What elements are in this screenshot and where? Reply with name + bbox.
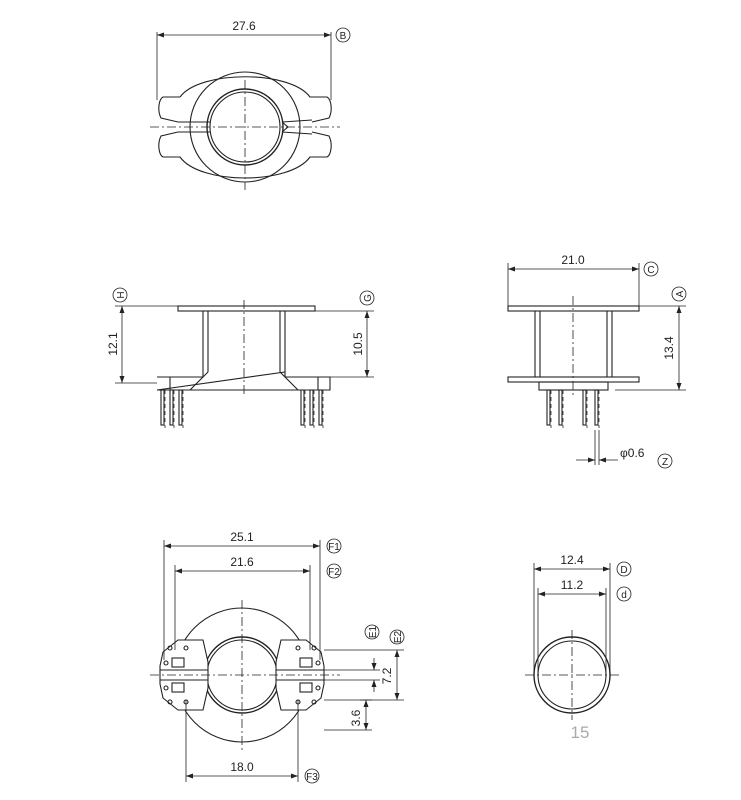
tube-view: 12.4 D 11.2 d <box>525 553 632 720</box>
tag-circle-h <box>112 287 128 303</box>
bottom-view-slot-right <box>276 669 324 681</box>
side-view-tube <box>534 311 613 377</box>
tag-circle-z <box>657 453 673 469</box>
tag-circle-g <box>359 290 375 306</box>
side-view-pin-block <box>538 381 609 391</box>
tag-circle-a <box>671 286 687 302</box>
side-view-bottom-flange <box>507 376 640 383</box>
tag-f1: F1 <box>328 542 340 553</box>
tag-circle-d-lower <box>616 586 632 602</box>
bottom-view-pad-right-2 <box>299 682 313 693</box>
front-view-pins-left <box>160 389 184 428</box>
bottom-view-dim-inner: 21.6 <box>230 555 254 569</box>
side-view-top-flange <box>507 305 640 312</box>
tag-a: A <box>675 290 686 297</box>
front-view-top-flange <box>177 305 316 312</box>
side-view-dim-pin: φ0.6 <box>620 446 645 460</box>
bottom-view-pad-left-1 <box>171 657 185 668</box>
tag-z: Z <box>662 457 668 468</box>
top-view-dim-width: 27.6 <box>232 19 256 33</box>
front-view-base-chamfers <box>189 371 299 391</box>
side-view: 21.0 C 13.4 A φ0.6 Z <box>507 253 687 469</box>
tag-f2: F2 <box>328 567 340 578</box>
tag-b: B <box>340 31 347 42</box>
tag-d-lower: d <box>621 590 627 601</box>
bottom-view-slot-left <box>160 669 208 681</box>
tag-circle-f3 <box>304 768 320 784</box>
tube-view-dim-outer: 12.4 <box>560 553 584 567</box>
bottom-view-dim-slot: 7.2 <box>380 667 394 684</box>
tag-e1: E1 <box>368 625 379 638</box>
front-view-base-lines <box>169 377 319 390</box>
tag-circle-f1 <box>326 538 342 554</box>
page-number: 15 <box>571 723 590 742</box>
front-view-dim-left: 12.1 <box>106 332 120 356</box>
front-view-tube <box>202 311 286 372</box>
bottom-view: 25.1 F1 21.6 F2 18.0 F3 7.2 E1 E2 3.6 <box>150 530 405 784</box>
tube-view-dim-inner: 11.2 <box>561 578 584 592</box>
front-view-dim-right: 10.5 <box>351 332 365 356</box>
bottom-view-pad-left-2 <box>171 682 185 693</box>
front-view-base <box>156 371 331 391</box>
bottom-view-pad-right-1 <box>299 657 313 668</box>
bottom-view-dim-offset: 3.6 <box>349 709 363 726</box>
tag-circle-e1 <box>364 624 380 640</box>
tag-d-upper: D <box>620 565 627 576</box>
tag-f3: F3 <box>306 772 318 783</box>
tag-e2: E2 <box>393 630 404 643</box>
tag-c: C <box>647 265 654 276</box>
side-view-dim-height: 13.4 <box>662 336 676 360</box>
bottom-view-dim-outer: 25.1 <box>230 530 254 544</box>
front-view-pins-right <box>300 389 324 428</box>
tag-circle-c <box>643 261 659 277</box>
bottom-view-dim-pitch: 18.0 <box>230 760 254 774</box>
top-view: 27.6 B <box>150 19 351 190</box>
side-view-dim-width: 21.0 <box>561 253 585 267</box>
tag-g: G <box>363 294 374 302</box>
front-view: 12.1 H 10.5 G <box>106 287 375 428</box>
top-view-slot-left <box>178 121 210 133</box>
side-view-pins <box>546 389 600 428</box>
tag-circle-f2 <box>326 563 342 579</box>
tag-h: H <box>116 291 127 298</box>
tag-circle-e2 <box>389 629 405 645</box>
tag-circle-b <box>335 27 351 43</box>
tag-circle-d-upper <box>616 561 632 577</box>
